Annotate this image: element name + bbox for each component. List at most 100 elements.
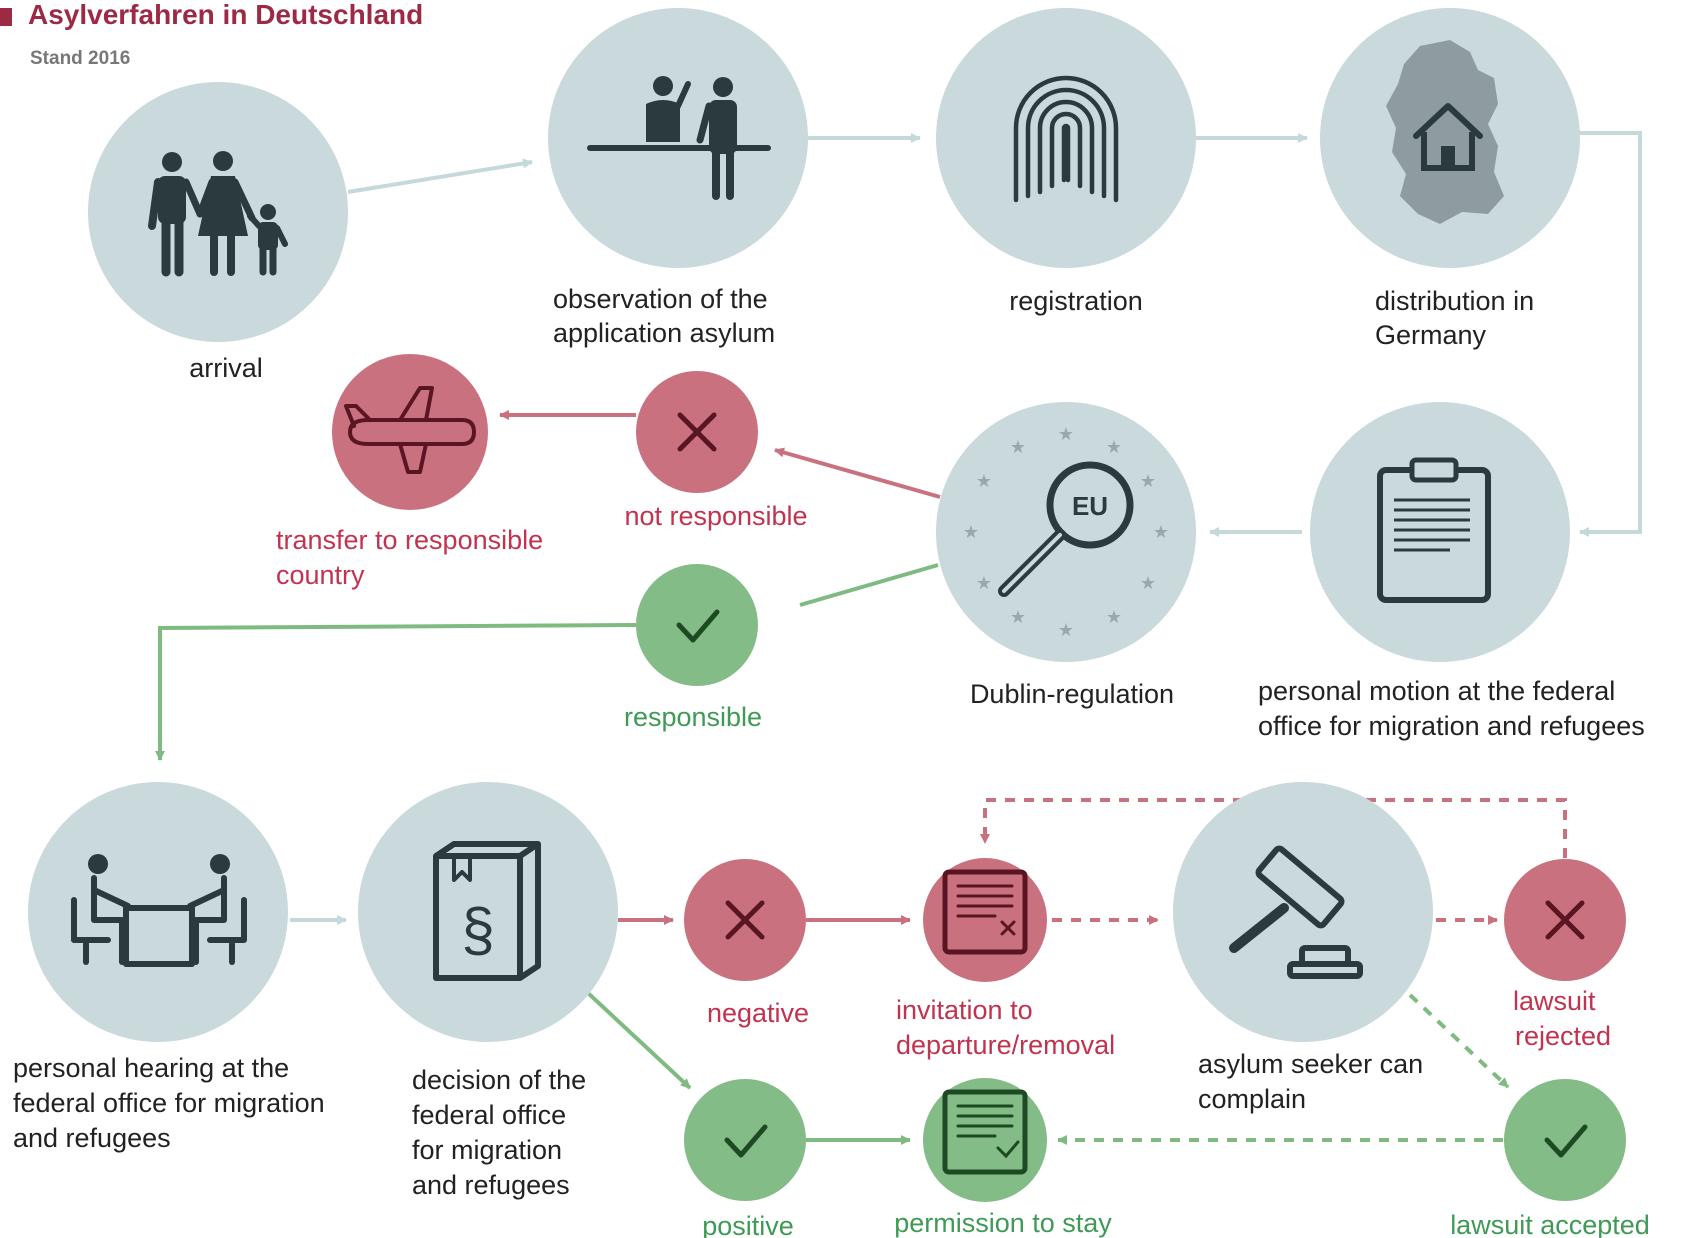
fingerprint-icon [1013,75,1119,203]
cross-icon [677,412,717,452]
interview-table-icon [71,854,247,967]
step-arrival-label-line: arrival [189,353,263,383]
step-hearing-label-line: personal hearing at the [13,1053,289,1083]
page-subtitle: Stand 2016 [30,48,130,69]
step-responsible-label: responsible [624,702,762,732]
family-icon [148,151,288,277]
arrow-responsible-hearing [155,623,637,761]
arrow-complain-accepted [1408,993,1510,1089]
document-check-icon [942,1089,1028,1175]
step-registration-label-line: registration [1009,286,1143,316]
step-decision-circle [358,782,618,1042]
step-observation-label-line: observation of the [553,284,768,314]
step-responsible: responsible [624,564,762,732]
step-motion-label-line: personal motion at the federal [1258,676,1615,706]
eu-stars: ★ ★ ★ ★ ★ ★ ★ ★ ★ ★ ★ ★ [963,424,1169,640]
step-dublin-label: Dublin-regulation [970,679,1174,709]
step-motion: personal motion at the federal office fo… [1258,402,1645,741]
svg-text:★: ★ [1153,522,1169,542]
svg-text:EU: EU [1072,491,1108,521]
eu-magnifier-icon: ★ ★ ★ ★ ★ ★ ★ ★ ★ ★ ★ ★ EU [963,424,1169,640]
svg-text:★: ★ [1010,437,1026,457]
step-decision-label-line: and refugees [412,1170,570,1200]
svg-text:★: ★ [1106,607,1122,627]
arrow-arrival-observation [347,158,533,194]
svg-text:★: ★ [1010,607,1026,627]
step-invitation-label: invitation to departure/removal [896,995,1115,1060]
check-icon [1544,1124,1588,1158]
step-distribution-label: distribution in Germany [1375,286,1542,350]
step-arrival: arrival [88,82,348,383]
germany-map-house-icon [1386,40,1504,224]
step-not-responsible-label: not responsible [624,501,807,531]
step-not-responsible: not responsible [624,371,808,531]
connectors [155,131,1642,1145]
svg-text:★: ★ [1106,437,1122,457]
step-positive-label: positive [702,1211,794,1238]
step-negative: negative [684,859,809,1028]
clipboard-icon [1377,457,1491,603]
step-registration-label: registration [1009,286,1143,316]
step-hearing-label-line: federal office for migration [13,1088,325,1118]
step-positive-circle [684,1079,806,1201]
step-decision-label-line: federal office [412,1100,566,1130]
step-motion-label-line: office for migration and refugees [1258,711,1645,741]
step-responsible-circle [636,564,758,686]
reception-desk-icon [587,76,771,200]
step-complain: asylum seeker can complain [1173,782,1433,1114]
step-decision: § decision of the federal office for mig… [358,782,618,1200]
cross-icon [725,900,765,940]
step-observation: observation of the application asylum [548,8,808,348]
step-permission-label: permission to stay [894,1208,1112,1238]
airplane-icon [344,386,476,474]
step-distribution: distribution in Germany [1320,8,1580,350]
svg-text:★: ★ [976,573,992,593]
step-permission: permission to stay [894,1078,1112,1238]
gavel-icon [1229,845,1363,979]
step-invitation-label-line: invitation to [896,995,1033,1025]
step-transfer-circle [332,354,488,510]
step-lawsuit-rejected-label-line: rejected [1515,1021,1611,1051]
step-motion-circle [1310,402,1570,662]
step-negative-label-line: negative [707,998,809,1028]
step-observation-label-line: application asylum [553,318,775,348]
arrow-dublin-not-responsible [774,447,941,499]
step-hearing-circle [28,782,288,1042]
step-negative-label: negative [707,998,809,1028]
step-complain-label: asylum seeker can complain [1198,1049,1431,1114]
step-hearing-label: personal hearing at the federal office f… [13,1053,332,1153]
step-lawsuit-accepted-label: lawsuit accepted [1450,1210,1650,1238]
svg-text:§: § [461,896,494,963]
step-lawsuit-rejected: lawsuit rejected [1504,859,1626,1051]
step-lawsuit-accepted: lawsuit accepted [1450,1079,1650,1238]
document-cross-icon [942,869,1028,955]
step-not-responsible-label-line: not responsible [624,501,807,531]
step-observation-label: observation of the application asylum [553,284,775,348]
page-title: Asylverfahren in Deutschland [28,0,423,30]
step-invitation-circle [923,858,1047,982]
step-responsible-label-line: responsible [624,702,762,732]
step-permission-circle [923,1078,1047,1202]
step-dublin: ★ ★ ★ ★ ★ ★ ★ ★ ★ ★ ★ ★ EU Dublin-regula… [936,402,1196,709]
svg-text:★: ★ [1140,573,1156,593]
svg-text:★: ★ [1058,424,1074,444]
svg-text:★: ★ [1140,471,1156,491]
step-distribution-label-line: distribution in [1375,286,1534,316]
step-transfer-label-line: country [276,560,365,590]
law-book-icon: § [433,841,541,981]
title-marker [0,8,12,26]
step-transfer: transfer to responsible country [276,354,543,590]
check-icon [724,1124,768,1158]
step-invitation: invitation to departure/removal [896,858,1115,1060]
step-positive-label-line: positive [702,1211,794,1238]
step-decision-label-line: for migration [412,1135,562,1165]
step-decision-label-line: decision of the [412,1065,586,1095]
step-complain-label-line: complain [1198,1084,1306,1114]
cross-icon [1545,900,1585,940]
step-motion-label: personal motion at the federal office fo… [1258,676,1645,741]
step-invitation-label-line: departure/removal [896,1030,1115,1060]
step-hearing-label-line: and refugees [13,1123,171,1153]
step-transfer-label-line: transfer to responsible [276,525,543,555]
